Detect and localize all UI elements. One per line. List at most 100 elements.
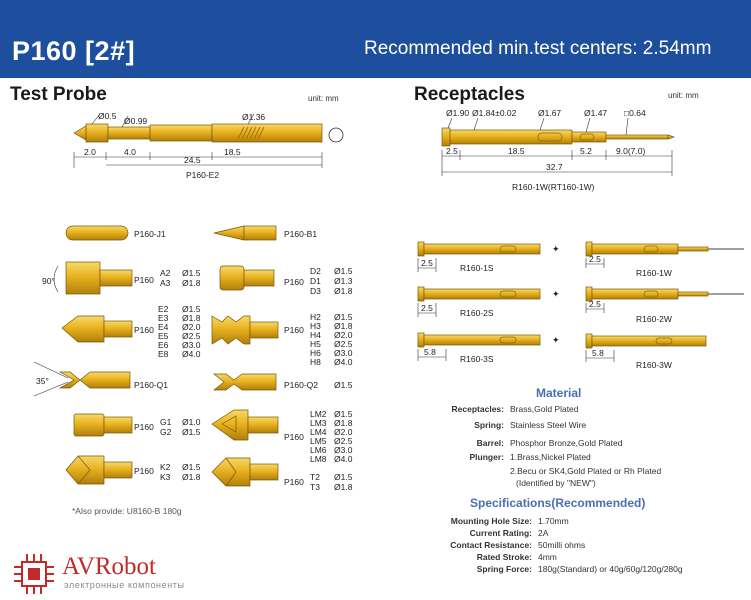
tip-t-name: P160 bbox=[284, 477, 304, 487]
variant-1-arrow: ✦ bbox=[552, 244, 560, 254]
material-value: 1.Brass,Nickel Plated bbox=[510, 452, 591, 462]
receptacles-title: Receptacles bbox=[414, 84, 525, 105]
logo-subtitle: электронные компоненты bbox=[64, 580, 185, 590]
probe-dia-tip: Ø0.5 bbox=[98, 111, 117, 121]
variant-1s-drawing bbox=[417, 241, 541, 257]
material-row: Plunger:1.Brass,Nickel Plated bbox=[404, 452, 591, 462]
material-row: Spring: Stainless Steel Wire bbox=[404, 420, 586, 430]
tip-e-dia-4: Ø2.5 bbox=[182, 331, 201, 341]
probe-dia-body: Ø1.36 bbox=[242, 112, 265, 122]
test-probe-title: Test Probe bbox=[10, 84, 107, 105]
tip-a-code-2: A3 bbox=[160, 278, 171, 288]
material-title: Material bbox=[536, 386, 582, 400]
spec-value: 50milli ohms bbox=[538, 540, 586, 550]
material-value: Stainless Steel Wire bbox=[510, 420, 587, 430]
tip-h-dia-6: Ø4.0 bbox=[334, 357, 353, 367]
logo-name: AVRobot bbox=[62, 553, 157, 580]
tip-lm-dia-6: Ø4.0 bbox=[334, 454, 353, 464]
tip-lm-dia-2: Ø1.8 bbox=[334, 418, 353, 428]
rec-len-1: 2.5 bbox=[446, 146, 458, 156]
rec-len-total: 32.7 bbox=[546, 162, 563, 172]
tip-d-drawing bbox=[219, 265, 275, 291]
probe-len-total: 24.5 bbox=[184, 155, 201, 165]
tip-q2-drawing bbox=[213, 373, 277, 391]
tip-lm-code-4: LM5 bbox=[310, 436, 327, 446]
probe-len-tip: 2.0 bbox=[84, 147, 96, 157]
tip-e-dia-3: Ø2.0 bbox=[182, 322, 201, 332]
variant-1w-name: R160-1W bbox=[636, 268, 672, 278]
material-value: (Identified by "NEW") bbox=[516, 478, 596, 488]
tip-a-angle-arc bbox=[53, 265, 59, 293]
tip-e-dia-2: Ø1.8 bbox=[182, 313, 201, 323]
tip-d-name: P160 bbox=[284, 277, 304, 287]
tip-t-code-2: T3 bbox=[310, 482, 320, 492]
tip-a-dia-1: Ø1.5 bbox=[182, 268, 201, 278]
tip-j1-label: P160-J1 bbox=[134, 229, 166, 239]
material-value: 2.Becu or SK4,Gold Plated or Rh Plated bbox=[510, 466, 662, 476]
variant-1w-drawing bbox=[585, 241, 744, 257]
spec-label: Rated Stroke: bbox=[476, 552, 532, 562]
tip-h-dia-5: Ø3.0 bbox=[334, 348, 353, 358]
tip-d-code-3: D3 bbox=[310, 286, 321, 296]
tip-h-drawing bbox=[211, 315, 279, 345]
variant-3w-name: R160-3W bbox=[636, 360, 672, 370]
rec-dia-2: Ø1.84±0.02 bbox=[472, 108, 517, 118]
tip-e-dia-5: Ø3.0 bbox=[182, 340, 201, 350]
variant-2w-dim-lines bbox=[585, 303, 605, 313]
receptacles-unit: unit: mm bbox=[668, 91, 699, 100]
tip-t-dia-1: Ø1.5 bbox=[334, 472, 353, 482]
material-label: Spring: bbox=[474, 420, 504, 430]
variant-3w-drawing bbox=[585, 333, 707, 349]
probe-len-plunger: 4.0 bbox=[124, 147, 136, 157]
tip-b1-label: P160-B1 bbox=[284, 229, 317, 239]
tip-g-dia-1: Ø1.0 bbox=[182, 417, 201, 427]
probe-dia-barrel: Ø0.99 bbox=[124, 116, 147, 126]
tip-a-dia-2: Ø1.8 bbox=[182, 278, 201, 288]
material-label: Receptacles: bbox=[451, 404, 504, 414]
tip-h-dia-1: Ø1.5 bbox=[334, 312, 353, 322]
variant-1s-name: R160-1S bbox=[460, 263, 494, 273]
material-value: Phosphor Bronze,Gold Plated bbox=[510, 438, 623, 448]
tip-d-dia-2: Ø1.3 bbox=[334, 276, 353, 286]
tip-q1-label: P160-Q1 bbox=[134, 380, 168, 390]
tip-a-drawing bbox=[65, 261, 133, 295]
rec-len-3: 5.2 bbox=[580, 146, 592, 156]
variant-3w-dim: 5.8 bbox=[592, 348, 604, 358]
spec-label: Current Rating: bbox=[469, 528, 532, 538]
tip-k-code-2: K3 bbox=[160, 472, 171, 482]
specs-title: Specifications(Recommended) bbox=[470, 496, 646, 510]
probe-end-view bbox=[328, 127, 344, 143]
material-row: (Identified by "NEW") bbox=[404, 478, 596, 488]
tip-d-code-1: D2 bbox=[310, 266, 321, 276]
variant-2s-dim-lines bbox=[417, 303, 437, 317]
spec-value: 4mm bbox=[538, 552, 557, 562]
material-row: Receptacles:Brass,Gold Plated bbox=[404, 404, 579, 414]
tip-t-code-1: T2 bbox=[310, 472, 320, 482]
tip-h-code-6: H8 bbox=[310, 357, 321, 367]
rec-len-2: 18.5 bbox=[508, 146, 525, 156]
variant-2w-dim: 2.5 bbox=[589, 299, 601, 309]
variant-3s-drawing bbox=[417, 332, 541, 348]
tip-h-dia-2: Ø1.8 bbox=[334, 321, 353, 331]
tip-e-drawing bbox=[61, 315, 133, 343]
tip-k-dia-1: Ø1.5 bbox=[182, 462, 201, 472]
tip-lm-code-2: LM3 bbox=[310, 418, 327, 428]
spec-row: Mounting Hole Size:1.70mm bbox=[440, 516, 569, 526]
variant-3w-dim-lines bbox=[585, 350, 615, 362]
variant-2-arrow: ✦ bbox=[552, 289, 560, 299]
tip-q1-drawing bbox=[58, 371, 131, 389]
variant-2w-name: R160-2W bbox=[636, 314, 672, 324]
variant-3s-dim-lines bbox=[417, 349, 447, 361]
spec-row: Spring Force:180g(Standard) or 40g/60g/1… bbox=[440, 564, 683, 574]
spec-label: Spring Force: bbox=[476, 564, 532, 574]
variant-1w-dim-lines bbox=[585, 258, 605, 268]
tip-lm-code-1: LM2 bbox=[310, 409, 327, 419]
tip-h-code-3: H4 bbox=[310, 330, 321, 340]
variant-1s-dim-lines bbox=[417, 258, 437, 272]
tip-h-name: P160 bbox=[284, 325, 304, 335]
test-probe-unit: unit: mm bbox=[308, 94, 339, 103]
avrobot-chip-icon bbox=[14, 554, 54, 594]
tip-q1-angle: 35° bbox=[36, 376, 49, 386]
tip-h-dia-4: Ø2.5 bbox=[334, 339, 353, 349]
